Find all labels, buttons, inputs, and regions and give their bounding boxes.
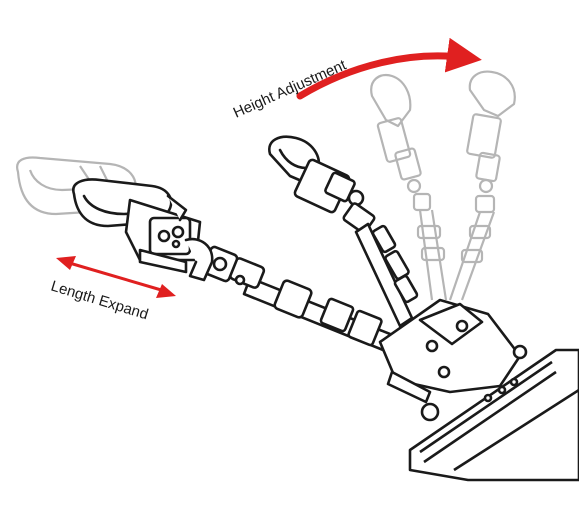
height-adjustment-label: Height Adjustment [231, 56, 350, 121]
main-arm [72, 178, 397, 354]
base-bracket [378, 298, 528, 422]
length-expand-label: Length Expand [49, 278, 150, 324]
ghost-arm-left [370, 73, 448, 301]
length-expand-arrow [56, 256, 176, 298]
short-arm [268, 135, 419, 328]
height-adjustment-arrow [296, 37, 482, 100]
ghost-arm-right [448, 70, 516, 301]
display-screen [408, 348, 579, 482]
